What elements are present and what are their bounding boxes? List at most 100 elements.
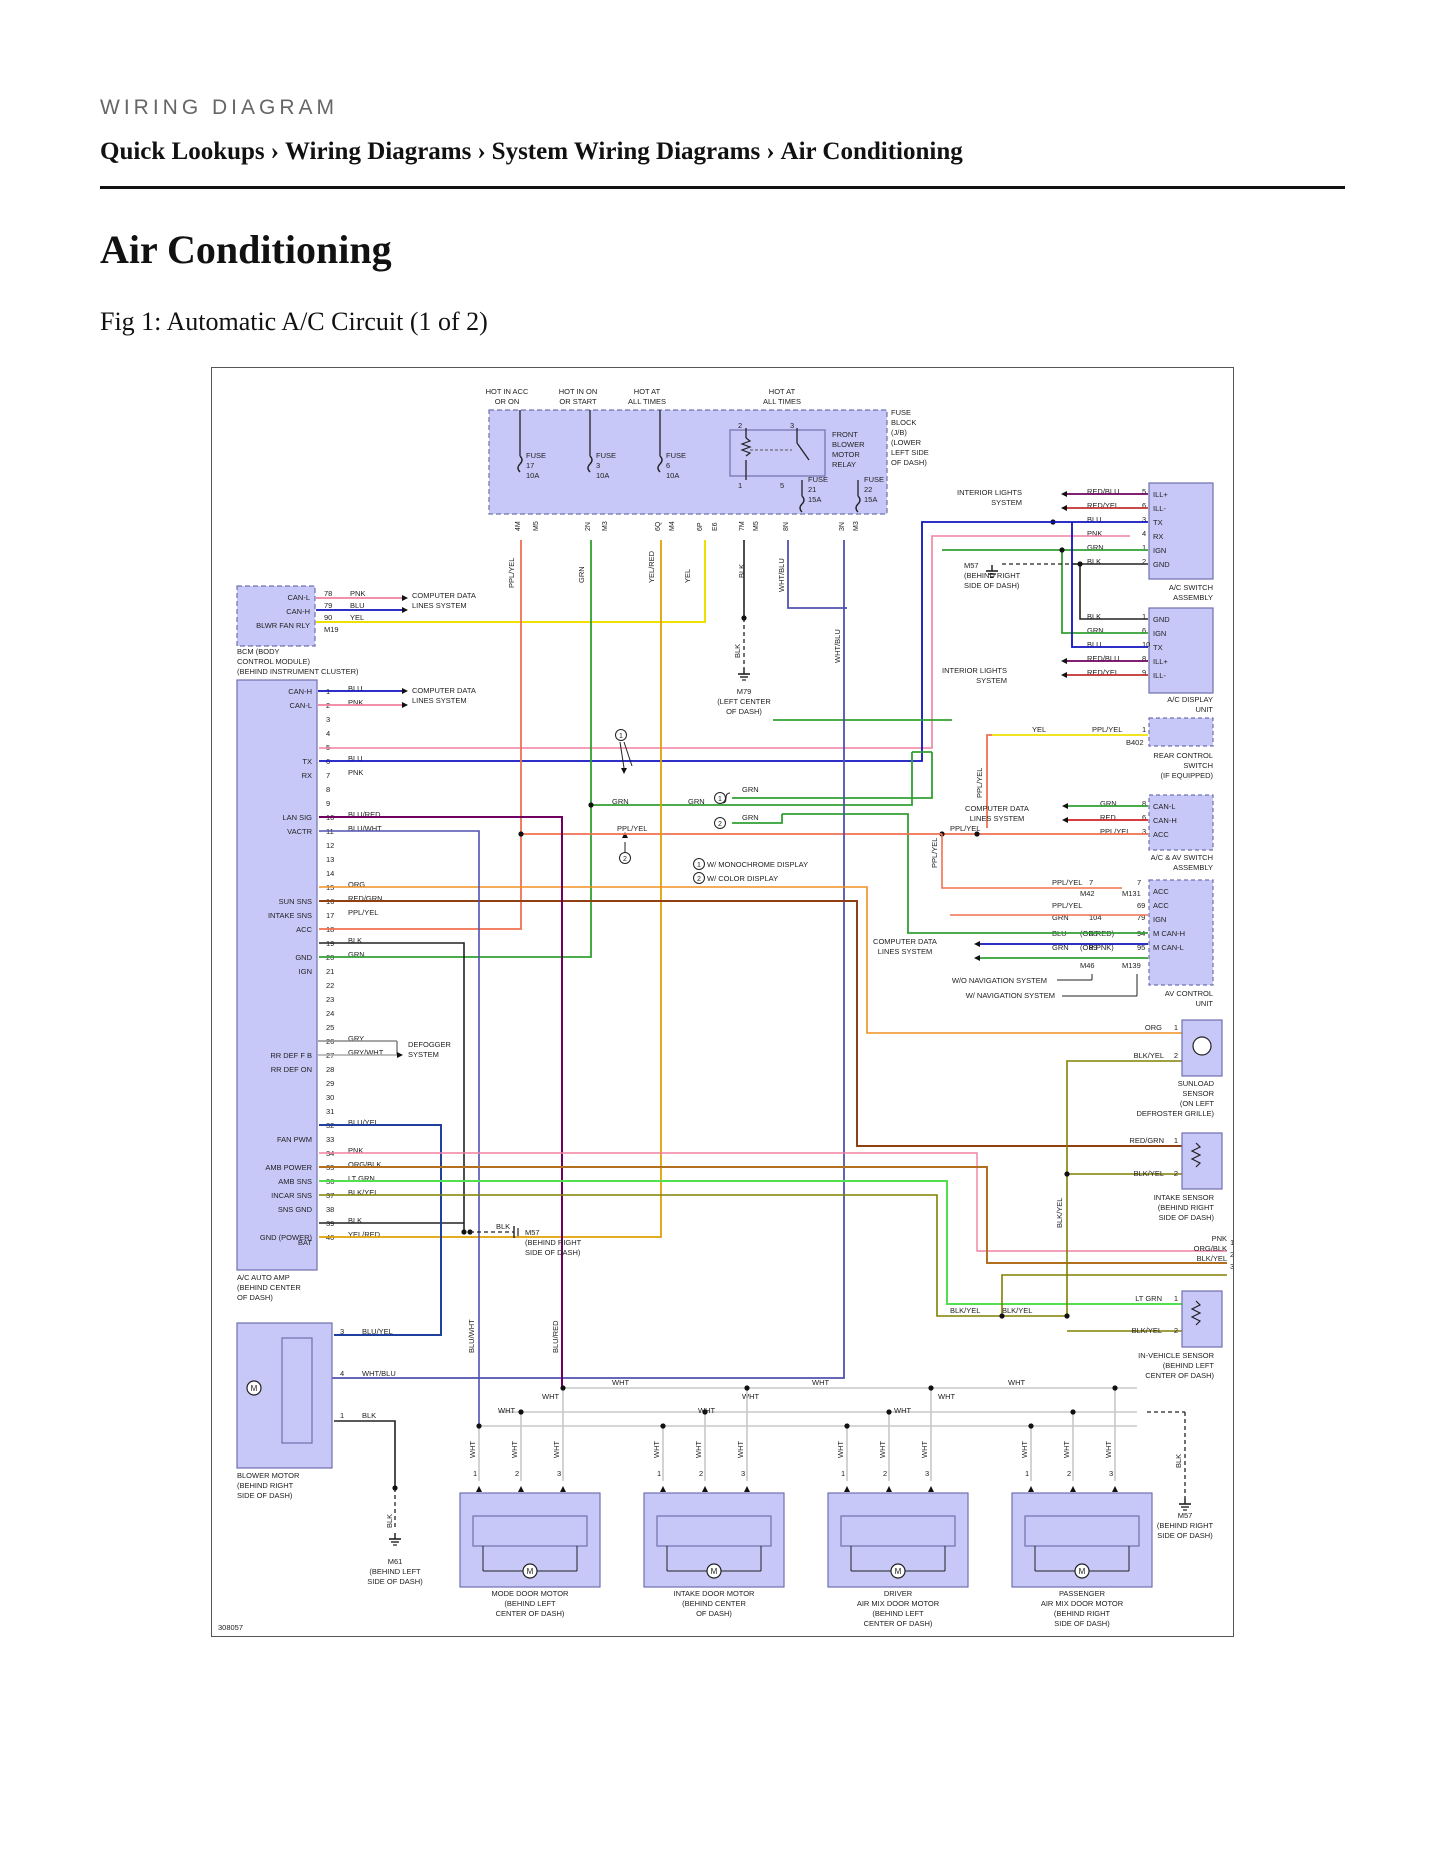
ground-m57-label: (BEHIND RIGHT [964, 571, 1021, 580]
av-switch-wire: RED [1100, 813, 1116, 822]
blower-label: (BEHIND RIGHT [237, 1481, 294, 1490]
door-motor-label: (BEHIND LEFT [872, 1609, 924, 1618]
wire-label: BLK/YEL [1002, 1306, 1032, 1315]
ac-switch-pin: ILL+ [1153, 490, 1168, 499]
arrow-head [1062, 803, 1068, 809]
fuse-label: 10A [596, 471, 609, 480]
blower-pin: 1 [340, 1411, 344, 1420]
fuse-block-label: (LOWER [891, 438, 922, 447]
fuse-block-pin: 2N [585, 522, 592, 531]
ambient-wire: ORG/BLK [1194, 1244, 1227, 1253]
av-control-wire: GRN [1052, 943, 1069, 952]
note-marker-label: 2 [697, 876, 701, 883]
invehicle-wire: LT GRN [1135, 1294, 1162, 1303]
ground-m61-label: SIDE OF DASH) [367, 1577, 423, 1586]
bcm-pin-number: 79 [324, 601, 332, 610]
relay-pin: 5 [780, 481, 784, 490]
bcm-pin-number: 78 [324, 589, 332, 598]
amp-pin-number: 21 [326, 967, 334, 976]
ground-m79-label: M79 [737, 687, 752, 696]
ac-switch-pin: GND [1153, 560, 1170, 569]
door-motor-board [656, 1515, 772, 1547]
ac-display-wire: RED/YEL [1087, 668, 1119, 677]
ac-switch-wire: BLK [1087, 557, 1101, 566]
wire-lt-grn [319, 1180, 1194, 1305]
motor-symbol-label: M [895, 1567, 902, 1576]
blower-motor-core [281, 1337, 313, 1444]
av-switch-pin: CAN-L [1153, 802, 1176, 811]
av-control-pin: ACC [1153, 901, 1169, 910]
av-switch-number: 8 [1142, 799, 1146, 808]
amp-pin-name: INTAKE SNS [268, 911, 312, 920]
data-lines-label: LINES SYSTEM [970, 814, 1025, 823]
fuse-block-pin: 3N [839, 522, 846, 531]
wire-label: GRN [742, 785, 759, 794]
amp-pin-number: 24 [326, 1009, 334, 1018]
page-title: Air Conditioning [100, 227, 392, 272]
wire-grn [1061, 550, 1148, 634]
wire-label: GRN [742, 813, 759, 822]
arrow-head [560, 1486, 566, 1492]
arrow-head [660, 1486, 666, 1492]
wire-blk-yel [1066, 1060, 1194, 1316]
motor-pin: 1 [473, 1469, 477, 1478]
invehicle-pin: 2 [1174, 1326, 1178, 1335]
amp-pin-name: RR DEF F B [270, 1051, 312, 1060]
wire-label: WHT [468, 1441, 477, 1458]
supply-label: HOT AT [769, 387, 796, 396]
wire-blu-red [319, 816, 563, 1388]
blower-label: BLOWER MOTOR [237, 1471, 300, 1480]
av-control-wire: PPL/YEL [1052, 901, 1082, 910]
interior-lights-label: SYSTEM [976, 676, 1007, 685]
fuse-symbol [855, 495, 861, 513]
rear-control-switch [1148, 717, 1214, 747]
supply-label: HOT IN ON [559, 387, 598, 396]
bcm-connector: M19 [324, 625, 339, 634]
supply-label: HOT AT [634, 387, 661, 396]
amp-pin-number: 9 [326, 799, 330, 808]
wire-label: BLU/RED [551, 1320, 560, 1353]
arrow-head [402, 595, 408, 601]
wire-label: PPL/YEL [617, 824, 647, 833]
blower-wire: WHT/BLU [362, 1369, 396, 1378]
breadcrumb-quick-lookups[interactable]: Quick Lookups [100, 138, 265, 165]
av-control-number: 69 [1137, 901, 1145, 910]
arrow-head [702, 1486, 708, 1492]
bcm-module [236, 585, 316, 647]
door-motor-label: (BEHIND CENTER [682, 1599, 746, 1608]
splice-dot [588, 802, 594, 808]
amp-wire-label: BLU/RED [348, 810, 381, 819]
wire-label: WHT [736, 1441, 745, 1458]
header-rule [100, 186, 1345, 189]
wire-yel-red-bat [319, 540, 662, 1238]
wire-label: WHT [1104, 1441, 1113, 1458]
door-motor-label: DRIVER [884, 1589, 913, 1598]
amp-pin-name: CAN-L [289, 701, 312, 710]
breadcrumb-wiring-diagrams[interactable]: Wiring Diagrams [285, 138, 472, 165]
wire-label: BLK [737, 564, 746, 578]
ac-display-label: UNIT [1196, 705, 1214, 714]
ac-display-pin: GND [1153, 615, 1170, 624]
amp-pin-number: 14 [326, 869, 334, 878]
ground-m57-label: SIDE OF DASH) [964, 581, 1020, 590]
wire-label: PPL/YEL [975, 768, 984, 798]
amp-wire-label: PPL/YEL [348, 908, 378, 917]
ac-display-pin: IGN [1153, 629, 1166, 638]
breadcrumb-system-wiring-diagrams[interactable]: System Wiring Diagrams [491, 138, 761, 165]
sunload-wire: BLK/YEL [1134, 1051, 1164, 1060]
door-motor-label: CENTER OF DASH) [496, 1609, 565, 1618]
amp-pin-name: RX [302, 771, 312, 780]
fuse-label: 22 [864, 485, 872, 494]
fuse-block-label: BLOCK [891, 418, 916, 427]
wire-pnk [319, 1152, 1227, 1252]
breadcrumb-air-conditioning[interactable]: Air Conditioning [780, 138, 963, 165]
ambient-pin: 2 [1230, 1250, 1233, 1259]
ambient-wire: PNK [1212, 1234, 1227, 1243]
av-control-pin: M CAN-L [1153, 943, 1184, 952]
thermistor-symbol [1190, 1300, 1202, 1326]
interior-lights-label: INTERIOR LIGHTS [957, 488, 1022, 497]
splice-dot [560, 1385, 566, 1391]
amp-wire-label: PNK [348, 698, 363, 707]
rear-switch-connector: B402 [1126, 738, 1144, 747]
ac-display-number: 10 [1142, 640, 1150, 649]
